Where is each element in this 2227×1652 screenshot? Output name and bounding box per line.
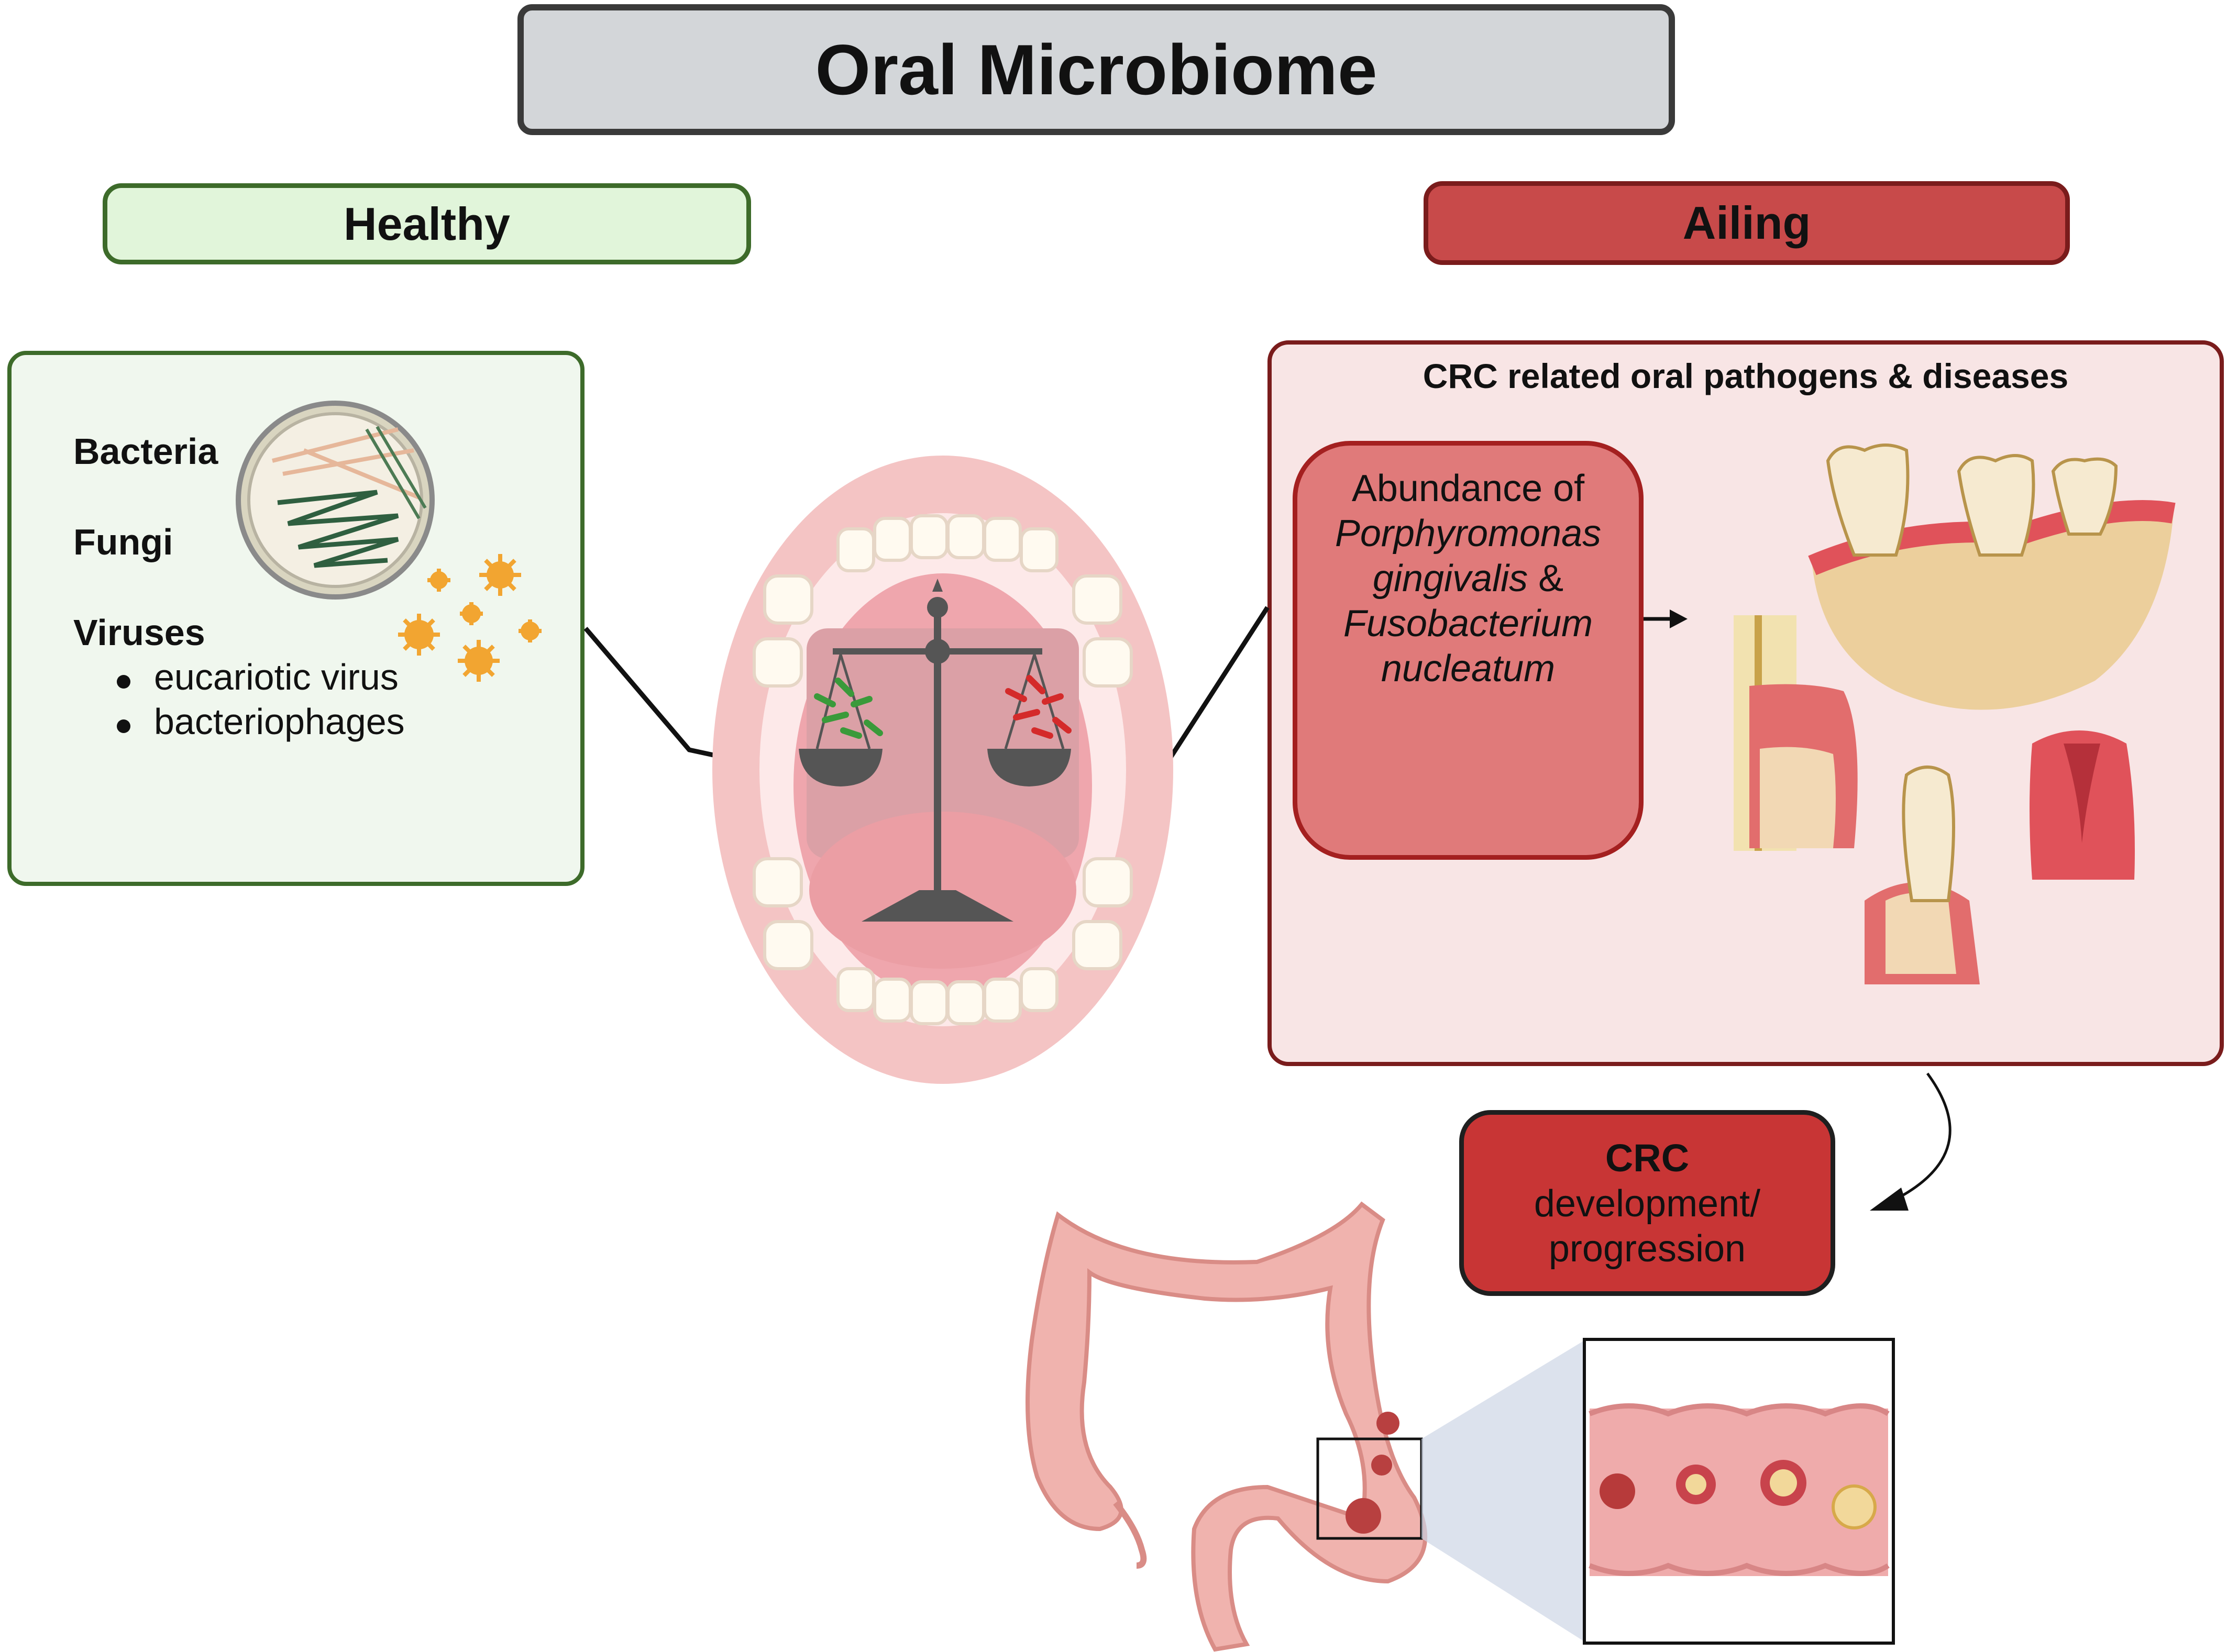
species-name: Fusobacterium [1343,603,1593,645]
fungi-label: Fungi [73,522,173,562]
bullet-dot [117,675,130,689]
ailing-panel-title: CRC related oral pathogens & diseases [1423,357,2069,395]
colon-section-zoom [1583,1338,1895,1645]
arrow-head [1870,1188,1909,1211]
virus-type-item: bacteriophages [154,701,405,742]
bacteria-label: Bacteria [73,431,218,472]
ampersand: & [1528,558,1564,600]
abundance-line: gingivalis & [1298,556,1638,601]
healthy-heading: Healthy [344,197,510,250]
colon-icon [1026,1201,1428,1652]
zoom-projection [1421,1340,1584,1642]
ailing-header: Ailing [1424,181,2070,265]
virus-icon [398,554,542,682]
species-name: nucleatum [1381,648,1556,690]
abundance-text: Abundance of Porphyromonas gingivalis & … [1298,466,1638,691]
species-name: gingivalis [1372,558,1528,600]
balance-scale-icon [799,579,1072,922]
bullet-dot [117,719,130,733]
crc-box: CRC development/ progression [1459,1110,1835,1296]
crc-progression-label: progression [1548,1227,1746,1270]
tumor-icon [1346,1412,1399,1534]
virus-type-item: eucariotic virus [154,657,399,697]
ailing-heading: Ailing [1682,197,1811,249]
petri-dish-icon [236,401,435,600]
crc-arrow [1895,1072,1952,1201]
arrow-head [1670,609,1688,628]
abundance-line: Abundance of [1351,468,1585,509]
periodontal-tooth-icon [1734,444,2176,984]
crc-development-label: development/ [1534,1182,1761,1225]
species-name: Porphyromonas [1335,513,1602,555]
abundance-box [1293,441,1644,860]
viruses-label: Viruses [73,612,205,653]
main-title: Oral Microbiome [815,30,1377,109]
main-title-box: Oral Microbiome [517,4,1675,135]
mouth-icon [712,456,1173,1084]
crc-label: CRC [1605,1136,1690,1180]
healthy-header: Healthy [103,183,751,264]
